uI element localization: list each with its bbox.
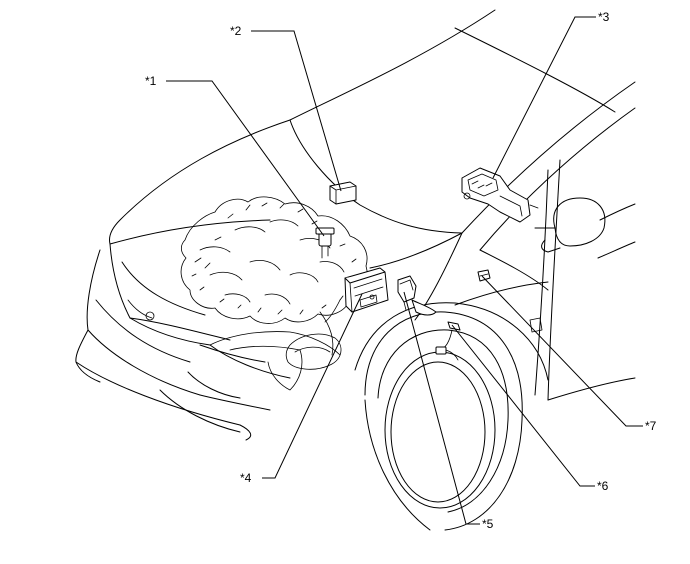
part-6-speed-sensor <box>435 321 461 361</box>
callout-4: *4 <box>240 471 252 485</box>
callout-labels: *1 *2 *3 *4 *5 *6 *7 <box>145 10 657 531</box>
front-wheel <box>354 302 549 531</box>
leader-5 <box>403 291 480 525</box>
callout-2: *2 <box>230 24 242 38</box>
leader-4 <box>262 293 363 479</box>
part-2-module <box>329 181 357 205</box>
part-1-sensor <box>315 227 335 259</box>
leader-3 <box>492 16 596 179</box>
part-4-ecu <box>324 267 389 323</box>
callout-3: *3 <box>598 10 610 24</box>
callout-6: *6 <box>597 479 609 493</box>
car-body-outline <box>75 9 636 441</box>
leader-lines <box>166 16 643 525</box>
callout-7: *7 <box>645 419 657 433</box>
part-7-connector <box>477 269 491 282</box>
leader-7 <box>481 275 643 427</box>
engine-compartment <box>180 196 368 391</box>
part-3-junction-block <box>461 167 539 223</box>
leader-1 <box>166 80 325 237</box>
callout-1: *1 <box>145 74 157 88</box>
callout-5: *5 <box>482 517 494 531</box>
leader-6 <box>451 324 595 487</box>
leader-2 <box>251 30 342 192</box>
part-5-bracket <box>397 275 437 316</box>
